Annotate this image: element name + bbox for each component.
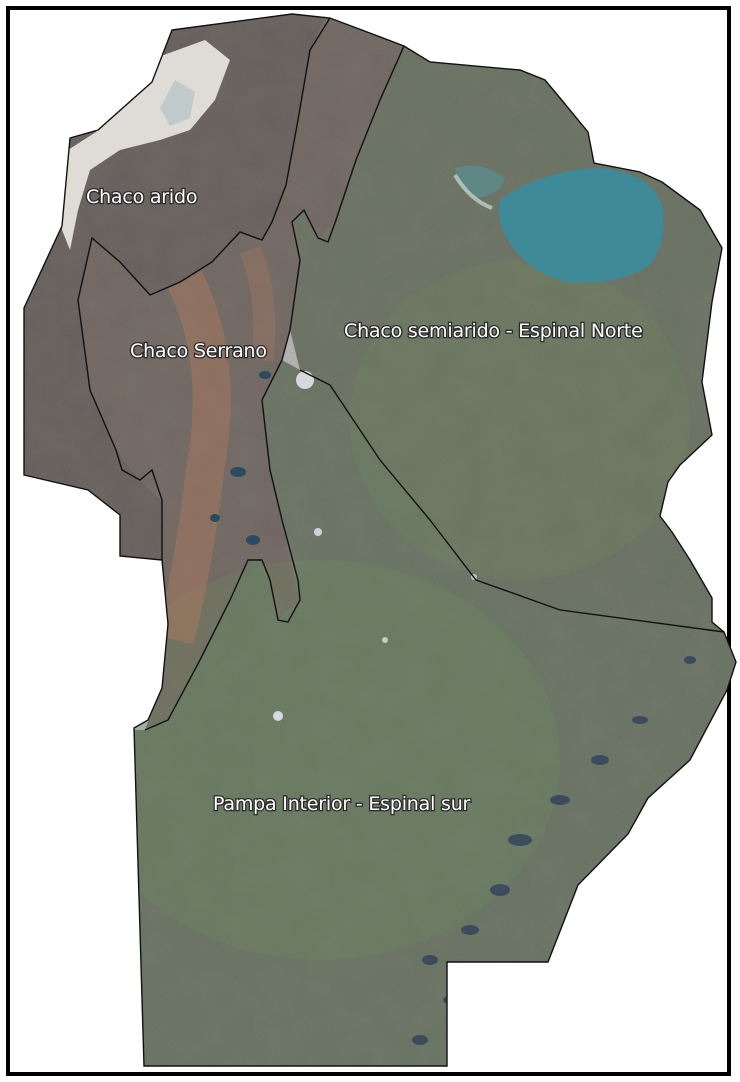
label-chaco-semiarido: Chaco semiarido - Espinal Norte xyxy=(344,320,643,342)
label-pampa-interior: Pampa Interior - Espinal sur xyxy=(213,793,471,815)
label-chaco-arido: Chaco arido xyxy=(86,186,197,208)
region-boundaries xyxy=(77,17,725,731)
label-chaco-serrano: Chaco Serrano xyxy=(130,340,267,362)
province-boundary xyxy=(23,13,737,1067)
lagoon xyxy=(499,168,664,283)
